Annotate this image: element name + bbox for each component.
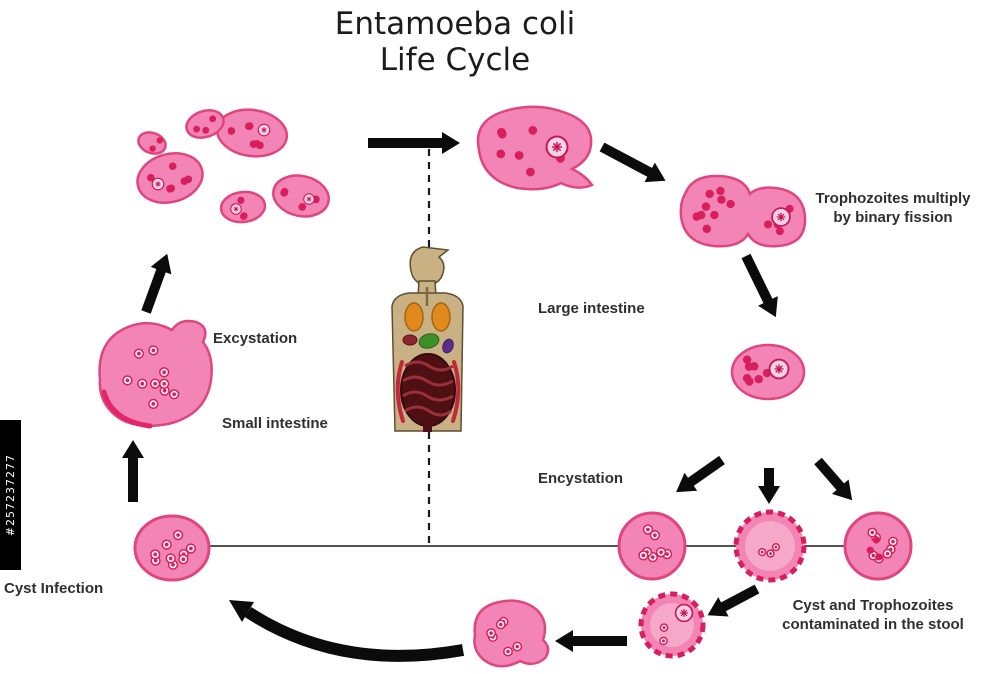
spleen-icon (442, 338, 454, 354)
cell-nucleus (674, 603, 694, 623)
cell-dots (122, 345, 180, 410)
human-body (391, 246, 464, 432)
trophozoite-cell (137, 131, 167, 155)
trophozoite-cluster (136, 108, 330, 224)
title-line1: Entamoeba coli (334, 6, 576, 42)
label-line: by binary fission (833, 209, 953, 226)
stomach-icon (418, 333, 440, 349)
arrows (122, 132, 853, 662)
trophozoite-cell (272, 174, 330, 218)
binary-fission-cell (679, 174, 807, 248)
label-trophozoites-multiply: Trophozoites multiply by binary fission (795, 189, 991, 227)
trophozoite-stool (473, 599, 550, 668)
cell-dots (866, 536, 883, 561)
liver-icon (402, 334, 418, 346)
rectum (423, 424, 432, 432)
trophozoite-cell (219, 190, 267, 224)
lung-right-icon (431, 302, 451, 332)
arrow-fission-down (741, 253, 778, 318)
cyst-b (733, 509, 807, 583)
trophozoite-cell (136, 152, 204, 204)
cell-dots (150, 529, 197, 570)
cell-nucleus (151, 177, 165, 191)
arrow-excystation-to-cluster (141, 253, 172, 314)
arrow-to-ring-cyst (707, 584, 760, 617)
label-line: contaminated in the stool (782, 616, 964, 633)
trophozoite-round (730, 343, 806, 401)
watermark-bar: #257237277 (0, 420, 21, 570)
cell-dots (227, 122, 264, 150)
label-line: Cyst and Trophozoites (792, 597, 954, 614)
cyst-a (617, 511, 687, 581)
arrow-cyst-to-excystation (122, 440, 144, 502)
cyst-c (843, 511, 913, 581)
cell-body (843, 511, 913, 581)
cell-nucleus (771, 207, 791, 227)
colon-outline (395, 360, 461, 423)
cell-dots (193, 115, 217, 134)
label-large-intestine: Large intestine (538, 300, 645, 317)
cyst-wall-crescent (101, 389, 153, 429)
cell-dots (638, 524, 673, 563)
cell-body (476, 105, 594, 191)
arrow-cluster-to-trophozoite (368, 132, 460, 154)
cell-dots (486, 616, 523, 657)
arrow-stool-curve-head (229, 600, 254, 622)
cyst-left (133, 514, 211, 582)
label-encystation: Encystation (538, 470, 624, 487)
lung-left-icon (404, 302, 424, 332)
cell-inner (745, 521, 795, 571)
label-cyst-infection: Cyst Infection (4, 580, 104, 597)
arrow-stool-curve (244, 606, 465, 662)
cell-body (617, 511, 687, 581)
arrow-encystation-middle (758, 468, 780, 504)
trophozoite-single (476, 105, 594, 191)
page-title: Entamoeba coli Life Cycle (155, 6, 755, 78)
arrow-encystation-right (814, 457, 853, 501)
excystation-cell (98, 319, 213, 429)
cell-dots (149, 137, 163, 152)
cell-nucleus (257, 123, 271, 137)
label-line: Trophozoites multiply (815, 190, 971, 207)
arrow-encystation-left (676, 455, 725, 493)
cell-body (133, 514, 211, 582)
trophozoite-cell (215, 108, 289, 158)
cell-nucleus (545, 135, 569, 159)
label-small-intestine: Small intestine (222, 415, 328, 432)
cell-body (473, 599, 550, 668)
title-line2: Life Cycle (379, 42, 531, 78)
watermark-id: #257237277 (4, 453, 17, 537)
cell-nucleus (303, 193, 315, 205)
cell-nucleus (768, 358, 790, 380)
cell-dots (147, 162, 193, 193)
label-excystation: Excystation (213, 330, 298, 347)
cell-dots (659, 623, 669, 646)
cell-dots (758, 543, 781, 558)
intestine-texture (402, 360, 454, 417)
cell-dots (742, 355, 772, 386)
label-cyst-stool: Cyst and Trophozoites contaminated in th… (758, 596, 988, 634)
cell-nucleus (230, 203, 242, 215)
cell-dots (692, 186, 735, 234)
arrow-trophozoite-to-fission (599, 142, 666, 183)
cell-body (98, 319, 213, 428)
cyst-ring-bottom (638, 591, 706, 659)
arrow-ringcyst-to-amoeba (555, 630, 627, 652)
head (409, 246, 450, 286)
